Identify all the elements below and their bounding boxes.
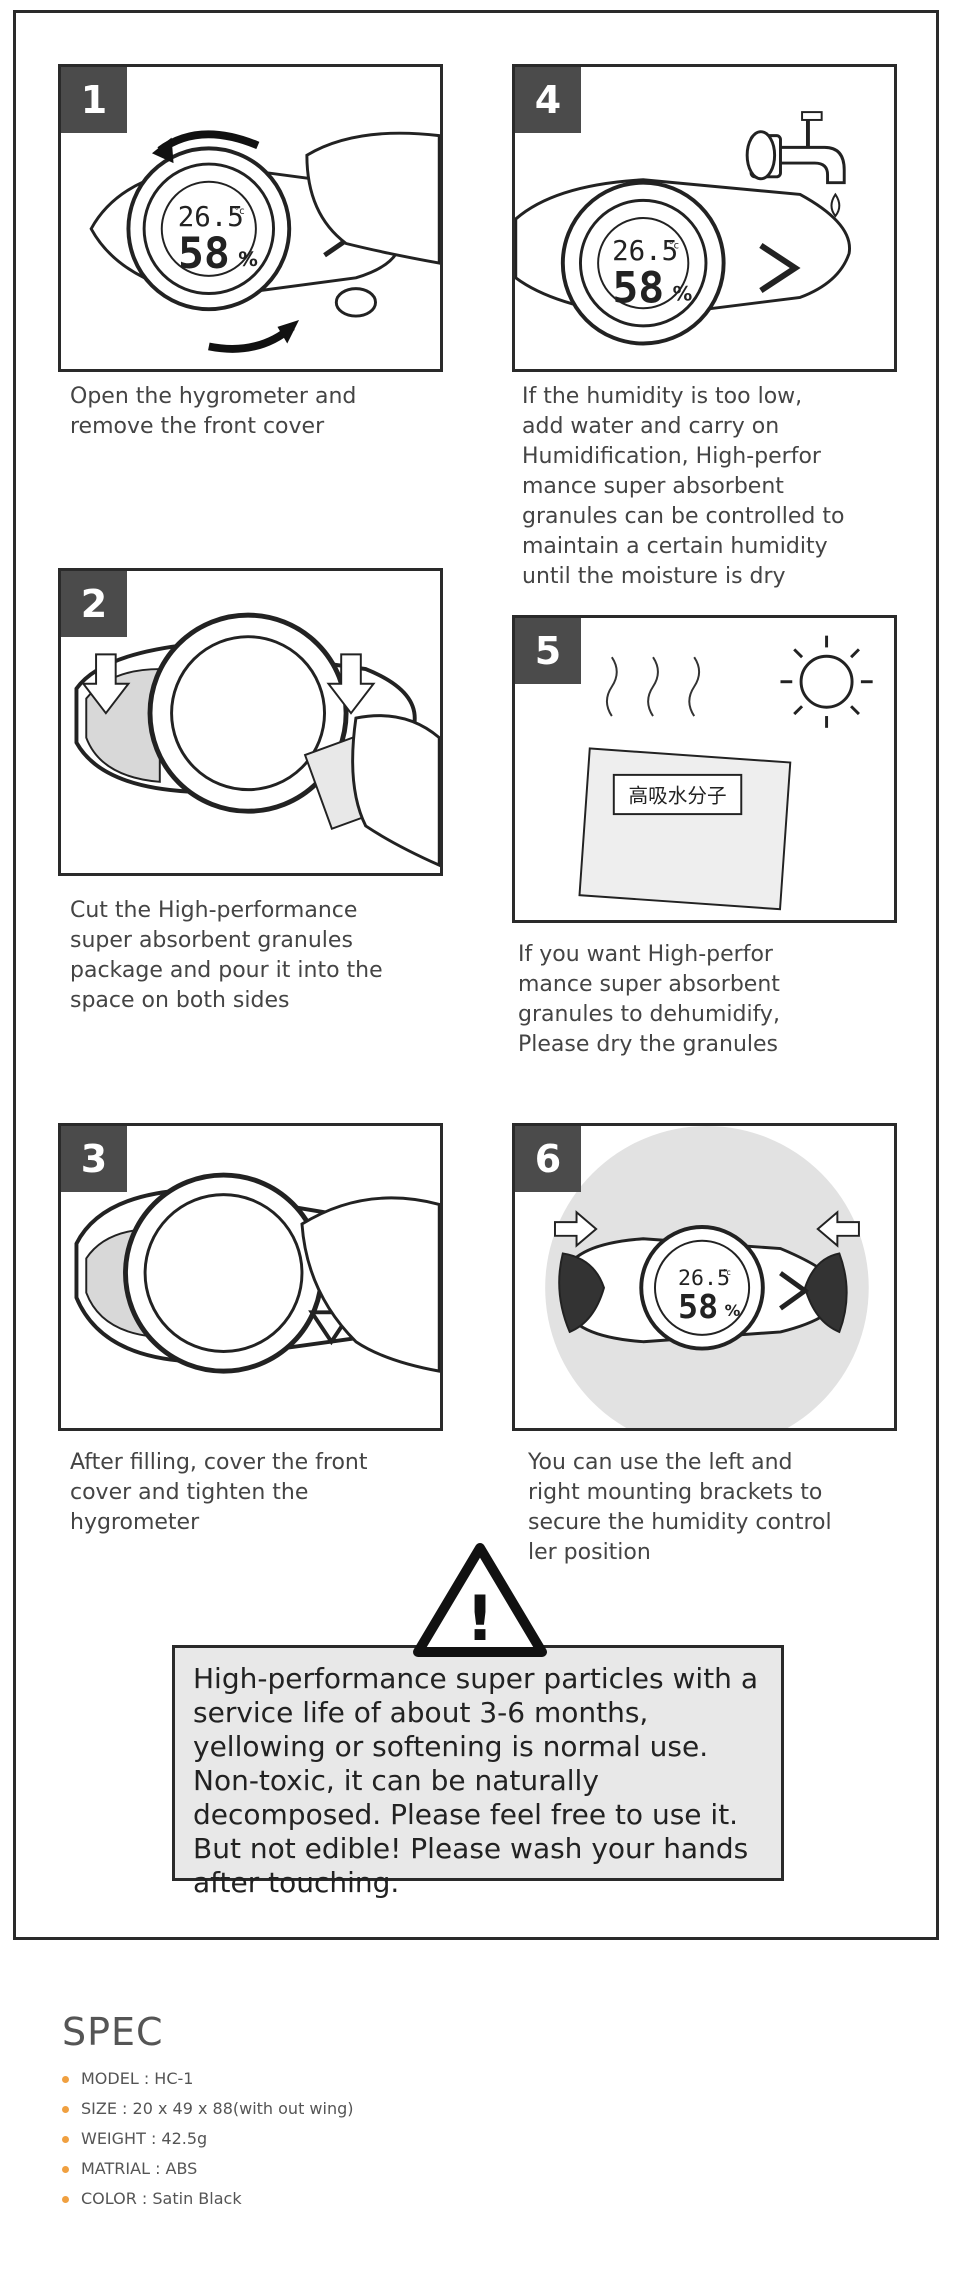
- step-4-lcd-temp: 26.5: [612, 236, 678, 267]
- bullet-icon: [62, 2105, 69, 2113]
- step-2-panel: 2: [58, 568, 443, 876]
- step-5-panel: 5 高吸水分子: [512, 615, 897, 923]
- step-6-badge: 6: [515, 1126, 581, 1192]
- step-6-lcd-temp: 26.5: [678, 1266, 730, 1291]
- step-6-caption: You can use the left and right mounting …: [528, 1450, 832, 1565]
- step-4-lcd-pct: %: [673, 282, 693, 305]
- step-4-illustration: 26.5 °c 58 %: [515, 111, 851, 346]
- spec-item: COLOR : Satin Black: [62, 2184, 354, 2214]
- warning-icon: !: [413, 1543, 547, 1657]
- bullet-icon: [62, 2195, 69, 2203]
- step-5-badge: 5: [515, 618, 581, 684]
- bullet-icon: [62, 2165, 69, 2173]
- step-5-illustration: 高吸水分子: [578, 635, 873, 911]
- step-4-lcd-humidity: 58: [612, 263, 664, 313]
- step-2-caption: Cut the High-performance super absorbent…: [70, 898, 383, 1013]
- step-4-panel: 4 26.5 °c 58 %: [512, 64, 897, 372]
- step-1-panel: 1 26.5 °c 58 %: [58, 64, 443, 372]
- step-6-lcd-pct: %: [725, 1301, 741, 1320]
- step-3-panel: 3: [58, 1123, 443, 1431]
- spec-title: SPEC: [62, 2010, 164, 2054]
- bullet-icon: [62, 2135, 69, 2143]
- step-3-caption: After filling, cover the front cover and…: [70, 1450, 368, 1535]
- step-2-badge: 2: [61, 571, 127, 637]
- step-5-package-text: 高吸水分子: [629, 784, 727, 807]
- step-2-illustration: [74, 612, 440, 868]
- spec-item: WEIGHT : 42.5g: [62, 2124, 354, 2154]
- step-4-caption: If the humidity is too low, add water an…: [522, 384, 845, 589]
- step-1-caption: Open the hygrometer and remove the front…: [70, 384, 357, 439]
- step-1-badge: 1: [61, 67, 127, 133]
- step-1-lcd-temp: 26.5: [178, 202, 244, 233]
- step-6-lcd-humidity: 58: [678, 1287, 718, 1326]
- step-1-lcd-humidity: 58: [178, 229, 230, 279]
- spec-list: MODEL : HC-1 SIZE : 20 x 49 x 88(with ou…: [62, 2064, 354, 2214]
- warning-symbol: !: [466, 1582, 494, 1655]
- step-4-badge: 4: [515, 67, 581, 133]
- spec-item: MODEL : HC-1: [62, 2064, 354, 2094]
- step-1-illustration: 26.5 °c 58 %: [89, 130, 440, 353]
- spec-item: SIZE : 20 x 49 x 88(with out wing): [62, 2094, 354, 2124]
- step-3-illustration: [74, 1172, 440, 1374]
- step-4-lcd-unit: °c: [669, 240, 679, 251]
- step-5-caption: If you want High-perfor mance super abso…: [518, 942, 780, 1057]
- step-1-lcd-unit: °c: [234, 206, 244, 217]
- step-6-lcd-unit: °c: [723, 1268, 731, 1277]
- warning-box: High-performance super particles with a …: [172, 1645, 784, 1899]
- spec-item: MATRIAL : ABS: [62, 2154, 354, 2184]
- step-6-panel: 6 26.5 °c 58 %: [512, 1123, 897, 1431]
- step-3-badge: 3: [61, 1126, 127, 1192]
- step-1-lcd-pct: %: [238, 248, 258, 271]
- step-6-illustration: 26.5 °c 58 %: [545, 1126, 869, 1428]
- instructions-frame: [13, 10, 939, 1940]
- bullet-icon: [62, 2075, 69, 2083]
